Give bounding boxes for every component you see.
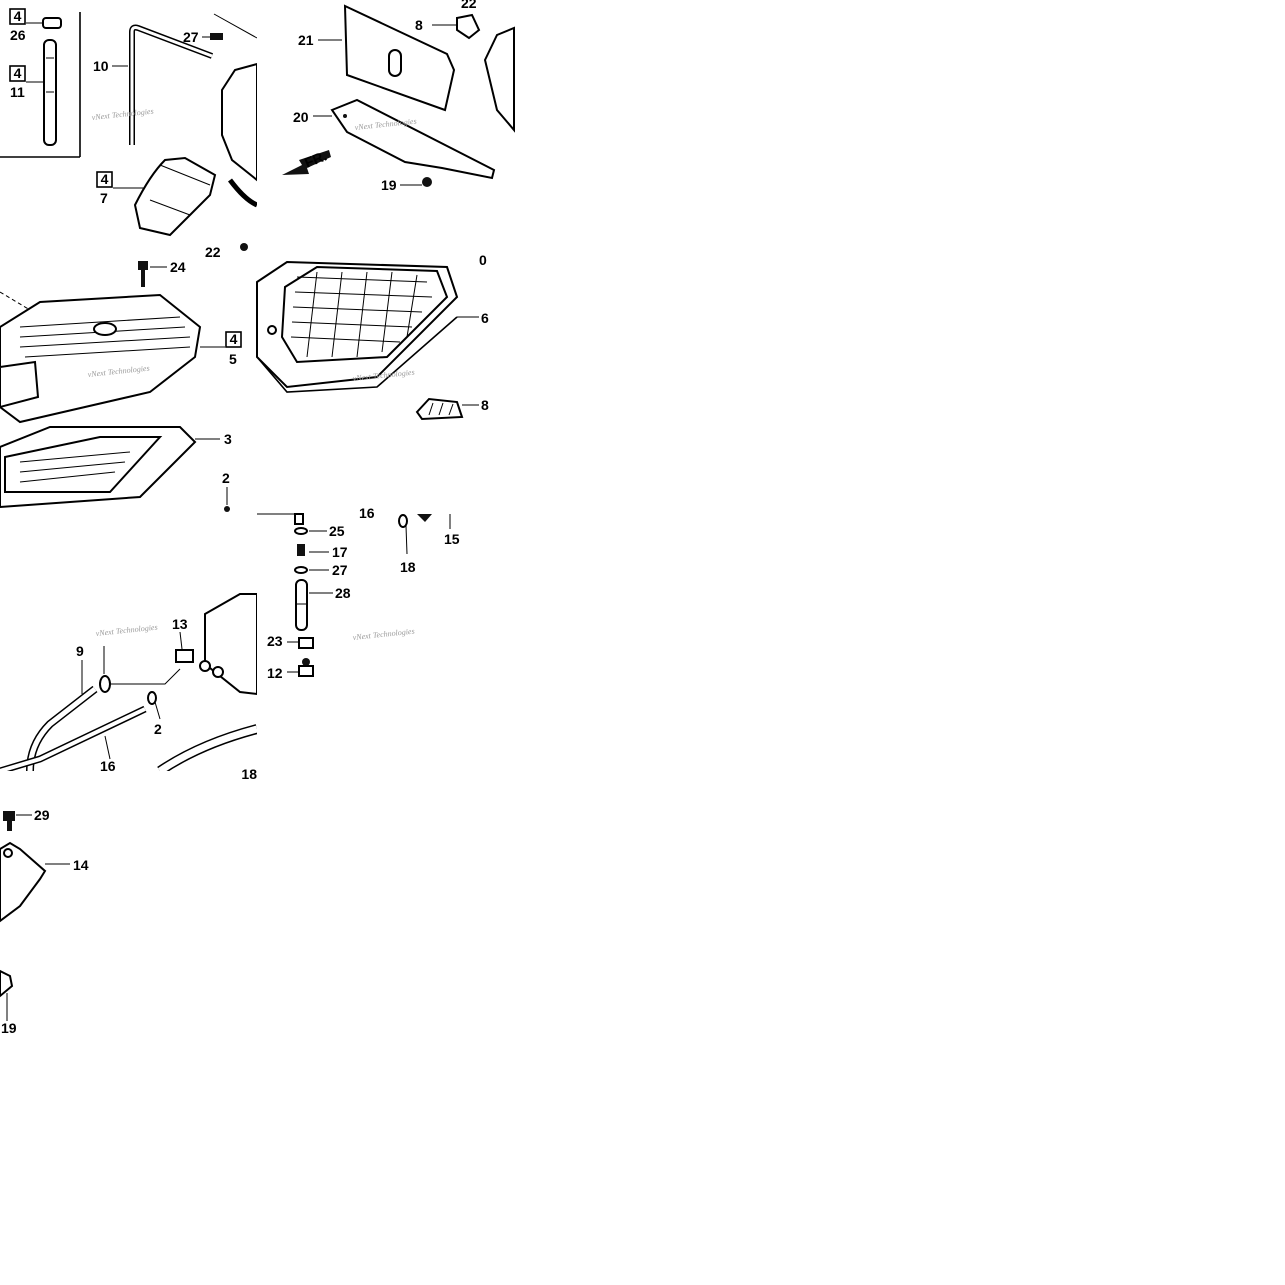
part-28-tube bbox=[295, 579, 308, 631]
watermark: vNext Technologies bbox=[91, 107, 154, 122]
part-17-shape bbox=[297, 544, 305, 556]
part-number-16-upper: 16 bbox=[359, 505, 375, 521]
tile-drain-fittings: 25 17 27 28 23 12 vNext Technologies 16 … bbox=[257, 505, 514, 771]
part-20-plate-shape bbox=[330, 98, 496, 180]
part-number-21: 21 bbox=[298, 32, 314, 48]
air-box-corner bbox=[483, 26, 515, 133]
duct-cover-drawing: 21 8 22 20 vNext Technologies FR. 19 bbox=[282, 0, 515, 193]
watermark: vNext Technologies bbox=[352, 627, 415, 642]
watermark: vNext Technologies bbox=[95, 623, 158, 638]
part-number-16: 16 bbox=[100, 758, 116, 774]
part-number-18-edge: 18 bbox=[241, 766, 257, 782]
part-number-28: 28 bbox=[335, 585, 351, 601]
part-number-10: 10 bbox=[93, 58, 109, 74]
part-number-27-lower: 27 bbox=[332, 562, 348, 578]
ref-box-5 bbox=[225, 331, 242, 348]
tile-breather-tube: 4 26 4 11 10 27 vNext Technologies 4 7 bbox=[0, 0, 259, 260]
part-8-lower-shape bbox=[415, 397, 464, 421]
part-12-shape bbox=[298, 665, 314, 677]
air-cleaner-element-drawing: 0 6 vNext Technologies bbox=[256, 252, 489, 421]
tile-air-cleaner-case: 24 vNext Technologies 4 5 3 2 bbox=[0, 257, 257, 514]
part-number-22: 22 bbox=[205, 244, 221, 260]
part-number-19: 19 bbox=[381, 177, 397, 193]
part-number-12: 12 bbox=[267, 665, 283, 681]
part-19-screw bbox=[422, 177, 432, 187]
breather-tube-drawing: 4 26 4 11 10 27 vNext Technologies 4 7 bbox=[0, 8, 259, 260]
part-number-18: 18 bbox=[400, 559, 416, 575]
part-8-upper-shape bbox=[456, 13, 481, 40]
part-number-2: 2 bbox=[222, 470, 230, 486]
ref-box-11-text: 4 bbox=[14, 65, 22, 81]
part-26-shape bbox=[42, 17, 62, 29]
part-number-9: 9 bbox=[76, 643, 84, 659]
part-number-24: 24 bbox=[170, 259, 186, 275]
part-number-26: 26 bbox=[10, 27, 26, 43]
drain-fittings-drawing: 25 17 27 28 23 12 vNext Technologies 16 … bbox=[257, 505, 460, 681]
air-box-edge bbox=[221, 62, 258, 183]
part-number-20: 20 bbox=[293, 109, 309, 125]
part-number-19-lower: 19 bbox=[1, 1020, 17, 1036]
part-number-0: 0 bbox=[479, 252, 487, 268]
part-number-8-lower: 8 bbox=[481, 397, 489, 413]
part-7-duct-shape bbox=[133, 156, 217, 237]
part-number-8-upper: 8 bbox=[415, 17, 423, 33]
part-13-shape bbox=[175, 649, 194, 663]
drain-chamber bbox=[204, 593, 258, 696]
part-number-23: 23 bbox=[267, 633, 283, 649]
part-number-14: 14 bbox=[73, 857, 89, 873]
ref-box-11 bbox=[9, 65, 26, 82]
tile-drain-hoses: vNext Technologies 13 9 2 16 bbox=[0, 514, 259, 776]
ref-box-26 bbox=[9, 8, 26, 25]
ref-box-26-text: 4 bbox=[14, 8, 22, 24]
part-6-mesh bbox=[290, 271, 433, 358]
tile-duct-cover: 21 8 22 20 vNext Technologies FR. 19 bbox=[257, 0, 515, 257]
ref-box-7-text: 4 bbox=[101, 171, 109, 187]
part-number-2-lower: 2 bbox=[154, 721, 162, 737]
part-number-29: 29 bbox=[34, 807, 50, 823]
part-number-25: 25 bbox=[329, 523, 345, 539]
drain-hoses-drawing: vNext Technologies 13 9 2 16 bbox=[0, 593, 259, 776]
part-number-11: 11 bbox=[10, 84, 25, 100]
part-27-shape bbox=[210, 33, 223, 40]
tile-bracket: 18 29 14 19 bbox=[0, 766, 257, 1036]
part-number-15: 15 bbox=[444, 531, 460, 547]
air-cleaner-case-drawing: 24 vNext Technologies 4 5 3 2 bbox=[0, 259, 242, 512]
tile-air-cleaner-element: 0 6 vNext Technologies bbox=[256, 252, 514, 514]
part-14-bracket bbox=[0, 841, 47, 923]
part-number-3: 3 bbox=[224, 431, 232, 447]
part-number-17: 17 bbox=[332, 544, 348, 560]
direction-label: FR. bbox=[302, 147, 329, 170]
ref-box-5-text: 4 bbox=[230, 331, 238, 347]
part-number-5: 5 bbox=[229, 351, 237, 367]
part-24-bolt bbox=[141, 269, 145, 287]
part-5-upper-case bbox=[0, 293, 202, 424]
part-number-27: 27 bbox=[183, 29, 199, 45]
ref-box-7 bbox=[96, 171, 113, 188]
part-number-22-upper: 22 bbox=[461, 0, 477, 11]
part-number-6: 6 bbox=[481, 310, 489, 326]
bracket-drawing: 18 29 14 19 bbox=[0, 766, 257, 1036]
part-number-7: 7 bbox=[100, 190, 108, 206]
front-arrow-icon bbox=[282, 150, 331, 175]
part-29-bolt bbox=[7, 819, 12, 831]
part-number-13: 13 bbox=[172, 616, 188, 632]
